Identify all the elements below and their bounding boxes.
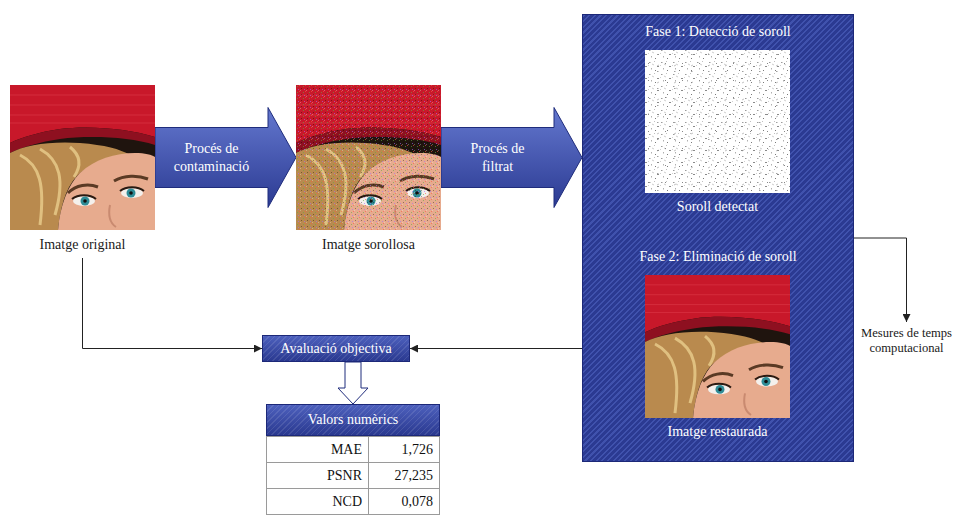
filter-panel: Fase 1: Detecció de sorollFase 2: Elimin… (582, 14, 854, 462)
data-table: MAE1,726PSNR27,235NCD0,078 (266, 436, 440, 515)
image-caption: Soroll detectat (677, 198, 758, 216)
image-caption: Imatge restaurada (668, 423, 768, 441)
image-caption: Imatge sorollosa (322, 236, 415, 254)
phase-heading: Fase 2: Eliminació de soroll (639, 248, 796, 266)
process-label: Avaluació objectiva (280, 340, 391, 358)
noise-map-dots (645, 50, 790, 193)
output-label: Mesures de temps computacional (858, 326, 955, 356)
hollow-arrow (338, 362, 368, 404)
noisy-photo (296, 85, 441, 230)
connector-arrow (83, 258, 263, 349)
connector-arrow (854, 238, 907, 322)
process-arrow-label: Procés de contaminació (172, 140, 252, 176)
metric-value: 1,726 (369, 437, 440, 463)
image-node: Imatge original (10, 85, 155, 258)
image-node: Soroll detectat (645, 50, 790, 220)
noise-map-dots (645, 50, 790, 193)
connector-arrow (410, 348, 582, 349)
table-header: Valors numèrics (266, 404, 440, 436)
metric-name: NCD (267, 489, 369, 515)
phase-heading: Fase 1: Detecció de soroll (645, 23, 790, 41)
process-arrow (155, 108, 296, 208)
original-photo (10, 85, 155, 230)
metric-value: 27,235 (369, 463, 440, 489)
process-arrow-label: Procés de filtrat (458, 140, 538, 176)
metric-name: PSNR (267, 463, 369, 489)
metric-value: 0,078 (369, 489, 440, 515)
process-box: Avaluació objectiva (262, 335, 410, 362)
metric-name: MAE (267, 437, 369, 463)
restored-photo (645, 275, 790, 418)
image-caption: Imatge original (40, 236, 126, 254)
output-node: Mesures de temps computacional (858, 322, 955, 356)
image-node: Imatge sorollosa (296, 85, 441, 258)
noise-map (645, 50, 790, 193)
image-node: Imatge restaurada (645, 275, 790, 445)
noise-overlay (296, 85, 441, 230)
process-arrow (441, 108, 582, 208)
table-header-label: Valors numèrics (308, 411, 399, 429)
